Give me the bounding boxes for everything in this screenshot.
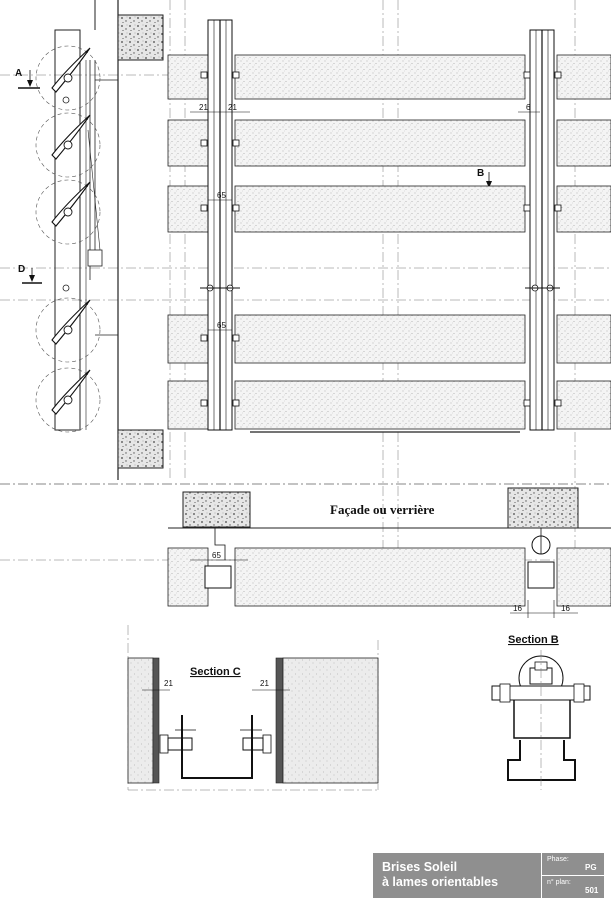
plan-dim-16-left: 16	[513, 604, 522, 613]
plan-dim-16-right: 16	[561, 604, 570, 613]
title-block-hdivider	[541, 875, 604, 876]
section-c-dim-left: 21	[164, 679, 173, 688]
plan-number-label: n° plan:	[547, 879, 571, 886]
section-mark-a-label: A	[15, 68, 22, 79]
plan-number-value: 501	[585, 886, 599, 895]
section-b-drawing	[491, 650, 591, 790]
section-c-title: Section C	[190, 666, 241, 678]
drawing-title: Brises Soleil à lames orientables	[382, 860, 498, 890]
plan-dim-65: 65	[212, 551, 221, 560]
title-line-2: à lames orientables	[382, 875, 499, 889]
title-line-1: Brises Soleil	[382, 860, 458, 874]
elevation-blades	[167, 54, 611, 430]
section-mark-d-label: D	[18, 264, 25, 275]
dim-65-upper: 65	[217, 191, 226, 200]
side-profile-view	[54, 0, 164, 480]
dim-right-gap: 21	[228, 103, 237, 112]
title-block: Brises Soleil à lames orientables Phase:…	[373, 853, 604, 898]
orientable-blades	[35, 45, 101, 433]
dim-b-gap: 6	[526, 103, 531, 112]
section-c-drawing	[127, 625, 379, 791]
phase-value: PG	[585, 863, 597, 872]
section-mark-d	[22, 268, 42, 284]
dim-left-gap: 21	[199, 103, 208, 112]
section-c-dim-right: 21	[260, 679, 269, 688]
section-mark-b-label: B	[477, 168, 484, 179]
elevation-bolts	[200, 71, 562, 407]
phase-label: Phase:	[547, 856, 569, 863]
section-mark-a	[18, 70, 40, 89]
dim-65-lower: 65	[217, 321, 226, 330]
vertical-post-left	[207, 19, 233, 431]
section-b-title: Section B	[508, 634, 559, 646]
vertical-post-right	[529, 29, 555, 431]
elevation-dimension-lines	[190, 111, 540, 331]
plan-caption: Façade ou verrière	[330, 502, 435, 517]
plan-view	[167, 487, 611, 618]
